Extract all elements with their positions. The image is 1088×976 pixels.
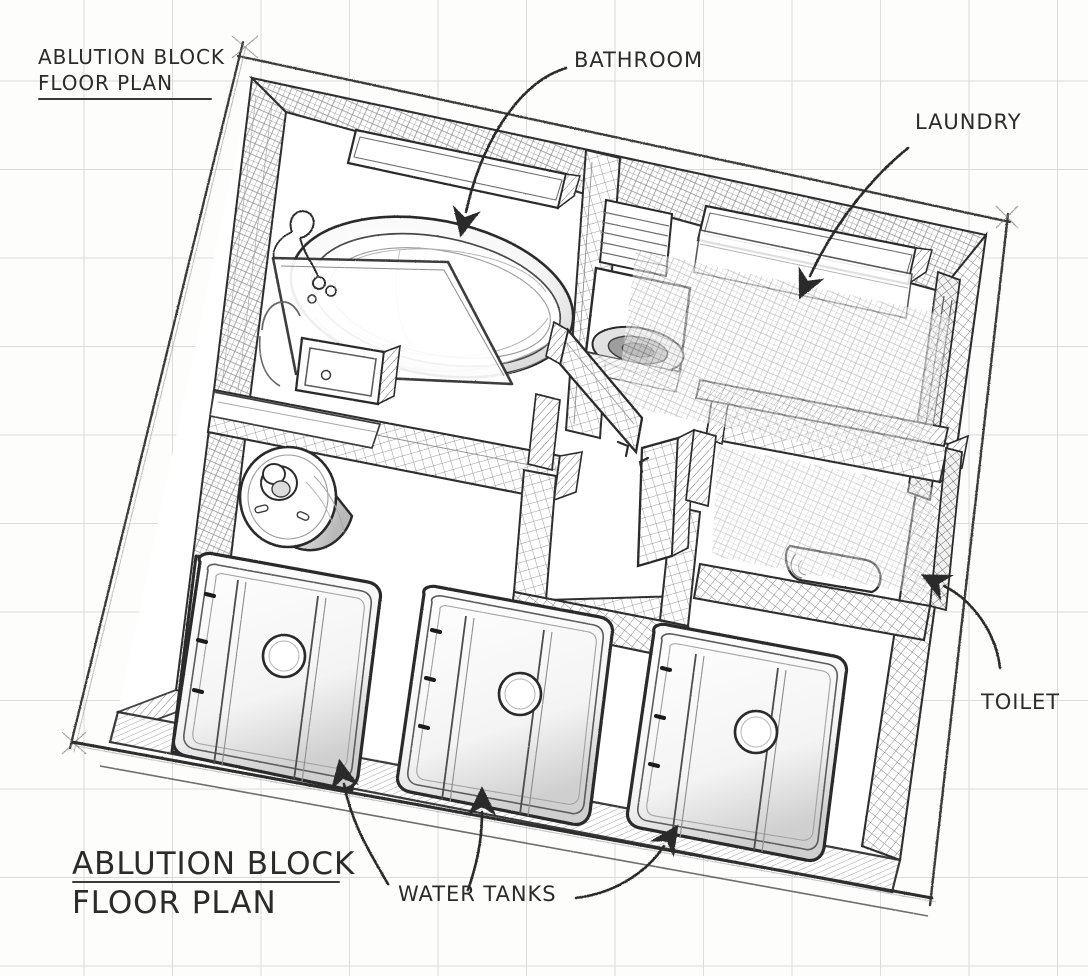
doors <box>527 320 717 568</box>
arrow-tank-2 <box>466 786 497 892</box>
arrow-toilet <box>920 574 1002 670</box>
door-left <box>545 320 644 458</box>
door-right <box>636 428 695 568</box>
arrow-bathroom <box>452 66 568 238</box>
title-bottom-left: ABLUTION BLOCK FLOOR PLAN <box>72 845 355 923</box>
water-tank-1 <box>170 551 383 792</box>
laundry-floor-tiles <box>616 250 950 470</box>
slab-front-edge <box>71 740 933 917</box>
leader-arrows <box>330 66 1002 900</box>
callout-laundry: LAUNDRY <box>915 110 1022 134</box>
mirror <box>258 301 301 387</box>
callout-bathroom: BATHROOM <box>574 48 704 72</box>
bathroom-counter <box>209 391 382 449</box>
vanity-unit <box>294 336 401 406</box>
water-tank-3 <box>625 622 849 863</box>
title-top-left-line2: FLOOR PLAN <box>38 71 173 95</box>
title-top-left-line1: ABLUTION BLOCK <box>38 45 225 69</box>
water-tank-2 <box>395 584 615 827</box>
door-jambs <box>527 392 717 508</box>
title-top-left: ABLUTION BLOCK FLOOR PLAN <box>38 44 225 100</box>
title-bottom-left-underline <box>72 880 340 883</box>
title-top-left-underline <box>38 98 212 100</box>
callout-toilet: TOILET <box>981 690 1061 714</box>
arrow-laundry <box>798 146 910 300</box>
arrow-tank-3 <box>574 824 679 900</box>
callout-water-tanks: WATER TANKS <box>398 882 557 906</box>
water-heater-cylinder <box>238 445 354 552</box>
water-tanks <box>170 551 849 863</box>
title-bottom-left-line2: FLOOR PLAN <box>72 884 277 921</box>
arrow-tank-1 <box>330 758 390 886</box>
title-bottom-left-line1: ABLUTION BLOCK <box>72 846 356 882</box>
toilet-fittings <box>712 446 934 596</box>
bathroom-fittings <box>209 210 575 449</box>
tap-fitting <box>272 210 337 304</box>
